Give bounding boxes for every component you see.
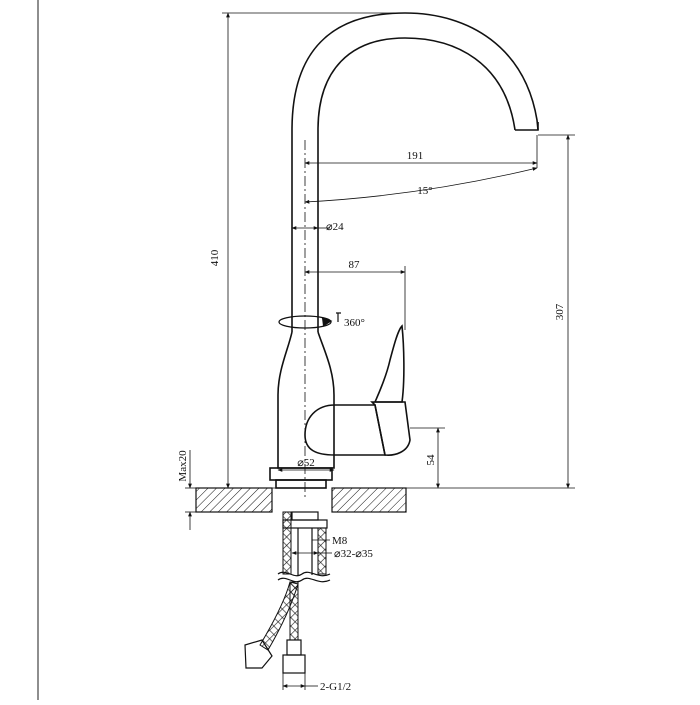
dim-spout-reach: 191 (407, 150, 424, 162)
hose-upper-left (282, 511, 292, 575)
supply-hoses (244, 511, 331, 674)
hose-nut-right (282, 654, 306, 674)
lever-handle (373, 324, 405, 403)
dim-total-height: 410 (209, 249, 221, 266)
lever-hub (304, 404, 386, 456)
dim-pipe-diameter: ⌀24 (326, 221, 344, 233)
lever-cap (370, 401, 411, 456)
countertop (195, 487, 407, 513)
dim-spout-height: 307 (554, 303, 566, 320)
dimension-lines (185, 12, 575, 690)
spout-tip (515, 122, 539, 131)
dim-rotation: 360° (344, 317, 365, 329)
dim-spout-angle: 15° (417, 185, 432, 197)
hose-lower-right (289, 581, 299, 641)
spout-pipe-inner (317, 37, 516, 332)
base-ring (275, 479, 327, 489)
faucet-outline (269, 12, 539, 489)
countertop-left (195, 487, 273, 513)
rotation-tick (336, 312, 341, 322)
hose-upper-right (317, 527, 327, 575)
dim-hose-connection: 2-G1/2 (320, 681, 351, 693)
dim-lever-height: 54 (425, 454, 437, 466)
dim-base-diameter: ⌀52 (297, 457, 315, 469)
hose-nut-left (244, 639, 273, 669)
rotation-arrow-icon (278, 312, 341, 329)
faucet-body (277, 331, 335, 469)
dim-hole-diameter: ⌀32-⌀35 (334, 548, 373, 560)
countertop-right (331, 487, 407, 513)
spout-pipe (291, 12, 539, 332)
dim-thread: M8 (332, 535, 348, 547)
dim-max-thickness: Max20 (177, 450, 189, 482)
dim-lever-reach: 87 (349, 259, 361, 271)
